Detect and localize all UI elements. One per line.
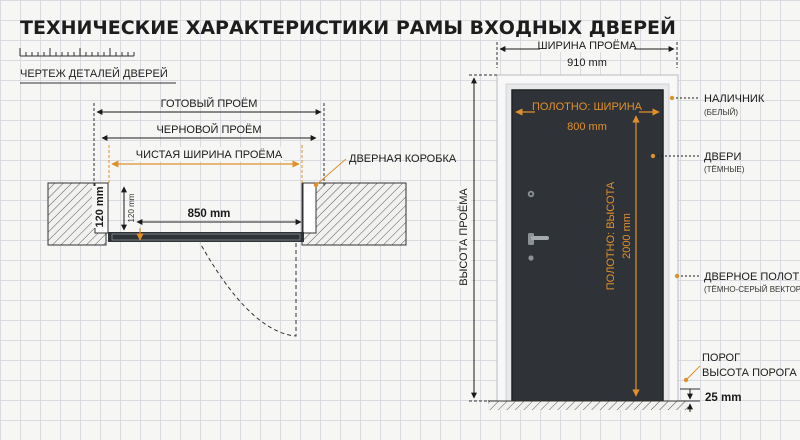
floor bbox=[488, 401, 688, 410]
doors-label: ДВЕРИ bbox=[704, 151, 741, 163]
page-title: ТЕХНИЧЕСКИЕ ХАРАКТЕРИСТИКИ РАМЫ ВХОДНЫХ … bbox=[20, 16, 676, 39]
door-leaf bbox=[512, 90, 663, 401]
casing-note: (БЕЛЫЙ) bbox=[704, 108, 738, 117]
threshold-label: ПОРОГ bbox=[702, 352, 740, 364]
leaf-callout-note: (ТЁМНО-СЕРЫЙ ВЕКТОР) bbox=[704, 285, 800, 294]
handle-rosette-icon bbox=[528, 233, 534, 245]
clear-width-label: ЧИСТАЯ ШИРИНА ПРОЁМА bbox=[136, 149, 283, 161]
ruler bbox=[19, 48, 135, 57]
wall-right bbox=[301, 182, 407, 246]
casing-label: НАЛИЧНИК bbox=[704, 93, 765, 105]
plan-view: ГОТОВЫЙ ПРОЁМ ЧЕРНОВОЙ ПРОЁМ ЧИСТАЯ ШИРИ… bbox=[47, 97, 457, 337]
leaf-width-value: 800 mm bbox=[567, 121, 607, 133]
elevation-view: ШИРИНА ПРОЁМА 910 mm ПОЛОТНО: ШИРИНА 800… bbox=[457, 38, 800, 412]
opening-height-label: ВЫСОТА ПРОЁМА bbox=[458, 188, 470, 286]
leaf-height-label: ПОЛОТНО: ВЫСОТА bbox=[605, 181, 617, 290]
lower-lock-icon bbox=[528, 255, 534, 261]
door-leaf-plan bbox=[108, 232, 304, 242]
subtitle: ЧЕРТЕЖ ДЕТАЛЕЙ ДВЕРЕЙ bbox=[20, 67, 168, 80]
door-handle-icon bbox=[531, 236, 549, 240]
opening-width-value: 910 mm bbox=[567, 57, 607, 69]
frame-right bbox=[302, 182, 317, 234]
finished-opening-label: ГОТОВЫЙ ПРОЁМ bbox=[161, 97, 258, 110]
door-frame-label: ДВЕРНАЯ КОРОБКА bbox=[349, 153, 457, 165]
door-swing-arc bbox=[199, 242, 297, 337]
frame-depth-label: 120 mm bbox=[127, 193, 136, 222]
threshold-height-label: ВЫСОТА ПОРОГА bbox=[702, 367, 797, 379]
rough-opening-label: ЧЕРНОВОЙ ПРОЁМ bbox=[156, 123, 261, 136]
threshold-value: 25 mm bbox=[705, 392, 741, 404]
opening-width-label: ШИРИНА ПРОЁМА bbox=[538, 40, 638, 52]
width-850-label: 850 mm bbox=[188, 208, 231, 220]
leaf-width-label: ПОЛОТНО: ШИРИНА bbox=[532, 101, 643, 113]
leaf-callout-label: ДВЕРНОЕ ПОЛОТНО bbox=[704, 271, 800, 283]
wall-depth-label: 120 mm bbox=[94, 186, 106, 227]
doors-note: (ТЁМНЫЕ) bbox=[704, 165, 745, 174]
leaf-height-value: 2000 mm bbox=[621, 213, 633, 259]
